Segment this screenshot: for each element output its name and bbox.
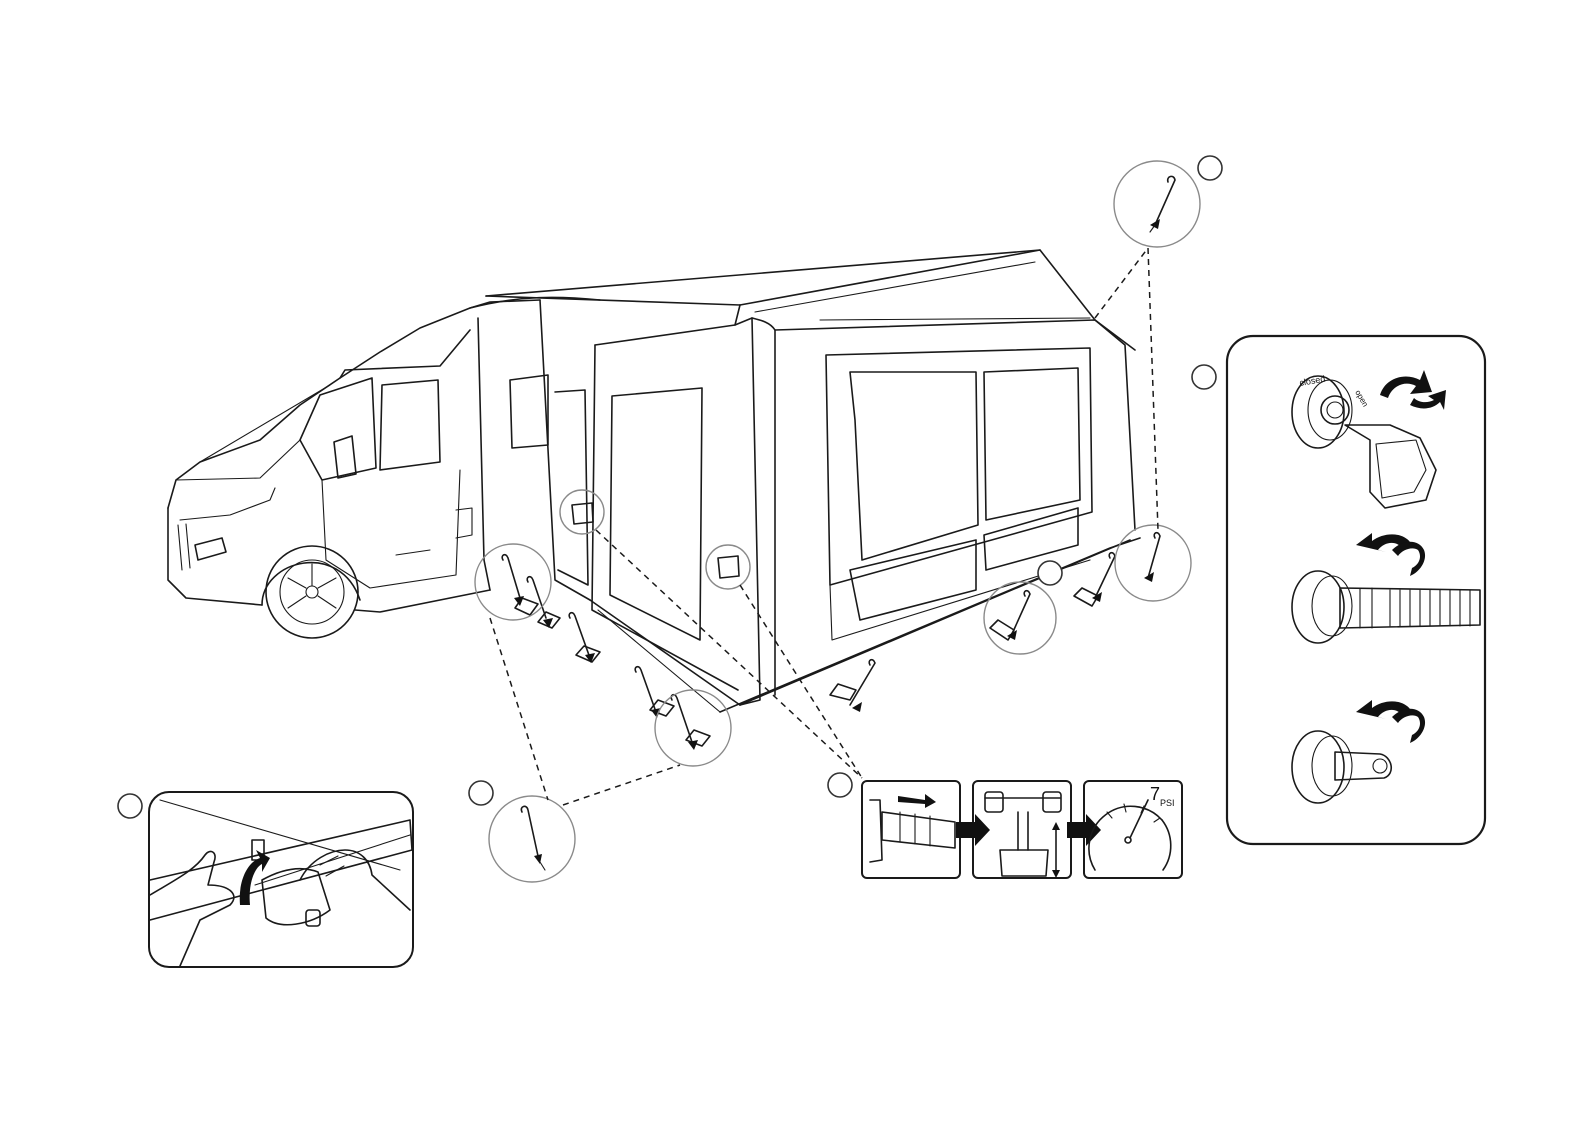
pump-sequence: 7 PSI xyxy=(862,781,1182,878)
peg-set xyxy=(502,533,1160,750)
step-markers xyxy=(118,156,1222,818)
valve-panel: closed open xyxy=(1227,336,1485,844)
step-marker xyxy=(1192,365,1216,389)
callout-lines xyxy=(490,248,1158,805)
step-marker xyxy=(1198,156,1222,180)
hand-detail-panel xyxy=(149,792,413,967)
step-marker xyxy=(828,773,852,797)
gauge-value: 7 xyxy=(1150,784,1160,804)
step-marker xyxy=(1038,561,1062,585)
step-marker xyxy=(469,781,493,805)
step-marker xyxy=(118,794,142,818)
gauge-unit: PSI xyxy=(1160,798,1175,808)
